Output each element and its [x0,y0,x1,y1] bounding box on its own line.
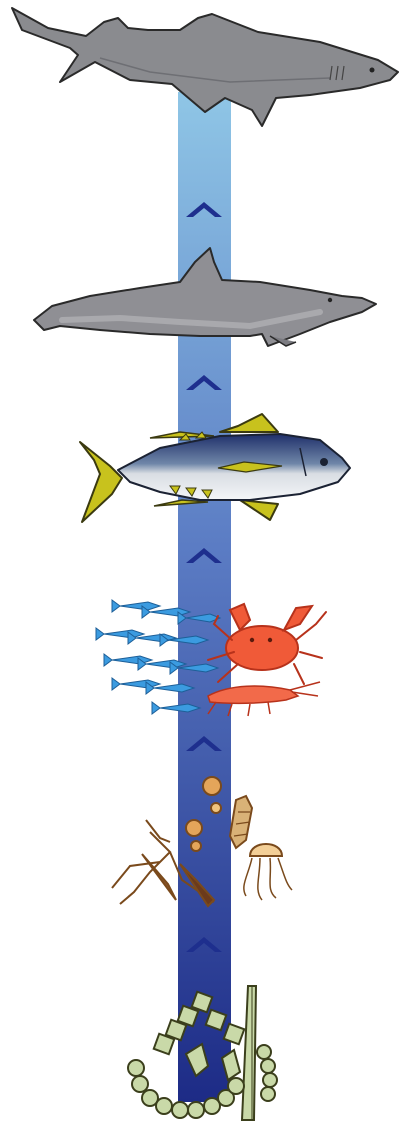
energy-column [178,92,231,1102]
dolphin-icon [34,248,376,346]
shark-icon [12,8,398,126]
